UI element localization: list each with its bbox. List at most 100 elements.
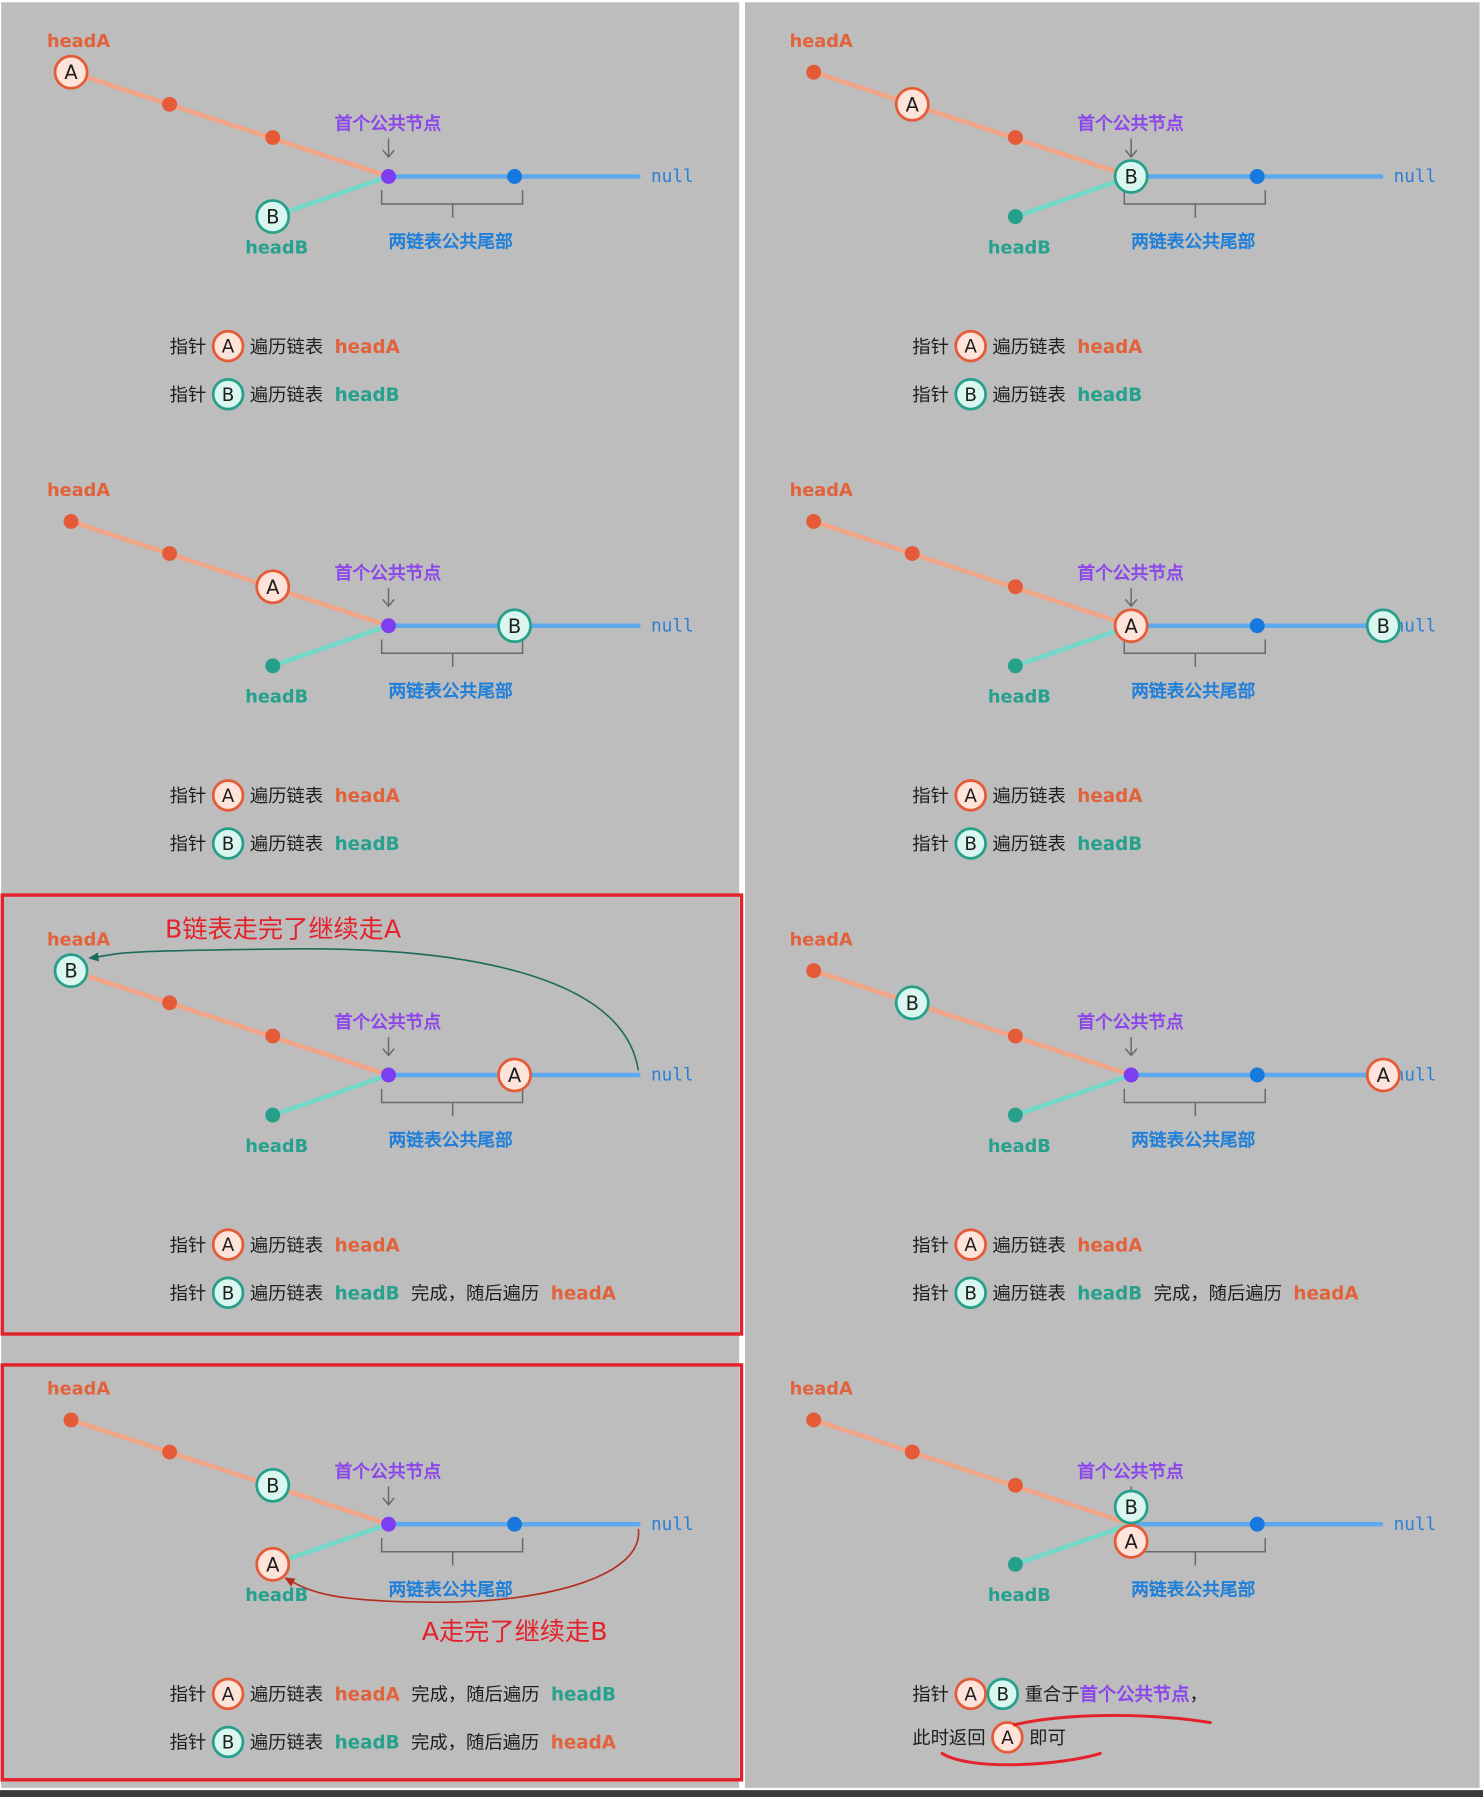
caption-text: 遍历链表 [250, 385, 323, 406]
caption-text: 完成，随后遍历 [1154, 1283, 1282, 1304]
pointer-a-letter: A [906, 93, 920, 116]
caption-text: 遍历链表 [992, 337, 1065, 358]
pointer-a-circle [1365, 1057, 1401, 1093]
node-dot [1249, 1067, 1265, 1083]
caption-text: 遍历链表 [250, 337, 323, 358]
common-tail-brace [380, 1537, 524, 1566]
node-dot [265, 658, 281, 674]
node-dot [1249, 169, 1265, 184]
common-tail-brace [1123, 639, 1266, 667]
pointer-b-circle [986, 1677, 1020, 1711]
pointer-a-letter: A [964, 1684, 977, 1705]
caption-highlight-text: headB [335, 1283, 400, 1304]
pointer-a-circle [991, 1721, 1024, 1754]
common-tail-label: 两链表公共尾部 [389, 1129, 514, 1151]
caption-highlight-text: headA [1293, 1283, 1359, 1304]
pointer-a-circle [894, 86, 930, 122]
node-dot [1007, 579, 1023, 595]
common-tail-brace [380, 1088, 524, 1117]
pointer-a-letter: A [1001, 1728, 1014, 1749]
common-tail-brace [380, 190, 524, 218]
pointer-b-letter: B [222, 385, 235, 406]
caption-text: 指针 [912, 337, 949, 358]
list-b-link [270, 1521, 391, 1567]
null-label: null [1394, 616, 1437, 636]
pointer-b-letter: B [266, 206, 279, 229]
head-a-label: headA [790, 1380, 853, 1400]
common-tail-label: 两链表公共尾部 [1131, 1578, 1256, 1600]
pointer-b-circle [1113, 1489, 1149, 1525]
caption-text: 指针 [170, 1733, 207, 1754]
common-tail-brace [380, 639, 524, 667]
pointer-a-marker: A [255, 569, 291, 605]
pointer-b-letter: B [266, 1474, 279, 1497]
caption-pointer-a-badge: A [211, 779, 245, 812]
caption-highlight-text: headB [1077, 1283, 1142, 1304]
caption-text: 遍历链表 [992, 385, 1065, 406]
pointer-a-circle [211, 1677, 245, 1711]
pointer-a-marker: A [497, 1057, 533, 1093]
list-a-link [68, 968, 391, 1078]
pointer-a-circle [954, 1228, 987, 1261]
pointer-a-letter: A [222, 1684, 235, 1705]
emphasis-underline-1 [1012, 1713, 1212, 1727]
node-dot [806, 1412, 822, 1428]
caption-text: 即可 [1029, 1728, 1066, 1749]
pointer-a-letter: A [964, 786, 977, 807]
pointer-b-letter: B [1124, 166, 1137, 189]
common-tail-brace [1123, 190, 1266, 218]
pointer-b-letter: B [508, 615, 521, 638]
caption-highlight-text: headA [551, 1733, 617, 1754]
head-a-label: headA [47, 481, 110, 501]
head-b-label: headB [988, 1586, 1051, 1606]
caption-text: 指针 [170, 786, 207, 807]
head-b-label: headB [988, 688, 1051, 708]
head-a-label: headA [47, 930, 110, 950]
node-dot [904, 546, 920, 561]
pointer-a-circle [211, 779, 245, 812]
node-dot [265, 1028, 281, 1044]
common-tail-label: 两链表公共尾部 [1131, 680, 1256, 702]
pointer-b-circle [53, 953, 89, 989]
list-a-link [811, 1417, 1134, 1527]
caption-text: 此时返回 [912, 1728, 985, 1749]
head-a-label: headA [790, 32, 853, 52]
pointer-a-circle [211, 329, 245, 363]
first-common-node-label: 首个公共节点 [335, 1460, 442, 1482]
caption-text: 遍历链表 [250, 1235, 323, 1256]
pointer-b-marker: B [255, 199, 291, 235]
list-a-link [811, 519, 1134, 629]
null-label: null [651, 1066, 694, 1086]
pointer-a-letter: A [1124, 1530, 1138, 1553]
first-common-node-label: 首个公共节点 [1077, 562, 1184, 584]
pointer-b-circle [211, 827, 245, 860]
null-label: null [651, 616, 694, 636]
first-common-node-label: 首个公共节点 [335, 113, 442, 135]
common-tail-label: 两链表公共尾部 [389, 680, 514, 702]
list-a-link [811, 69, 1134, 179]
node-dot [1007, 1028, 1023, 1044]
node-dot [265, 1107, 281, 1123]
pointer-a-circle [954, 329, 987, 363]
pointer-b-circle [211, 1725, 245, 1759]
pointer-a-marker: A [1113, 608, 1149, 644]
list-b-link [270, 623, 391, 669]
null-label: null [651, 167, 694, 187]
caption-text: 遍历链表 [992, 834, 1065, 855]
pointer-b-marker: B [497, 608, 533, 644]
pointer-a-circle [255, 1546, 291, 1582]
pointer-a-marker: A [53, 54, 89, 90]
head-b-label: headB [245, 238, 308, 258]
pointer-a-circle [954, 1677, 987, 1711]
